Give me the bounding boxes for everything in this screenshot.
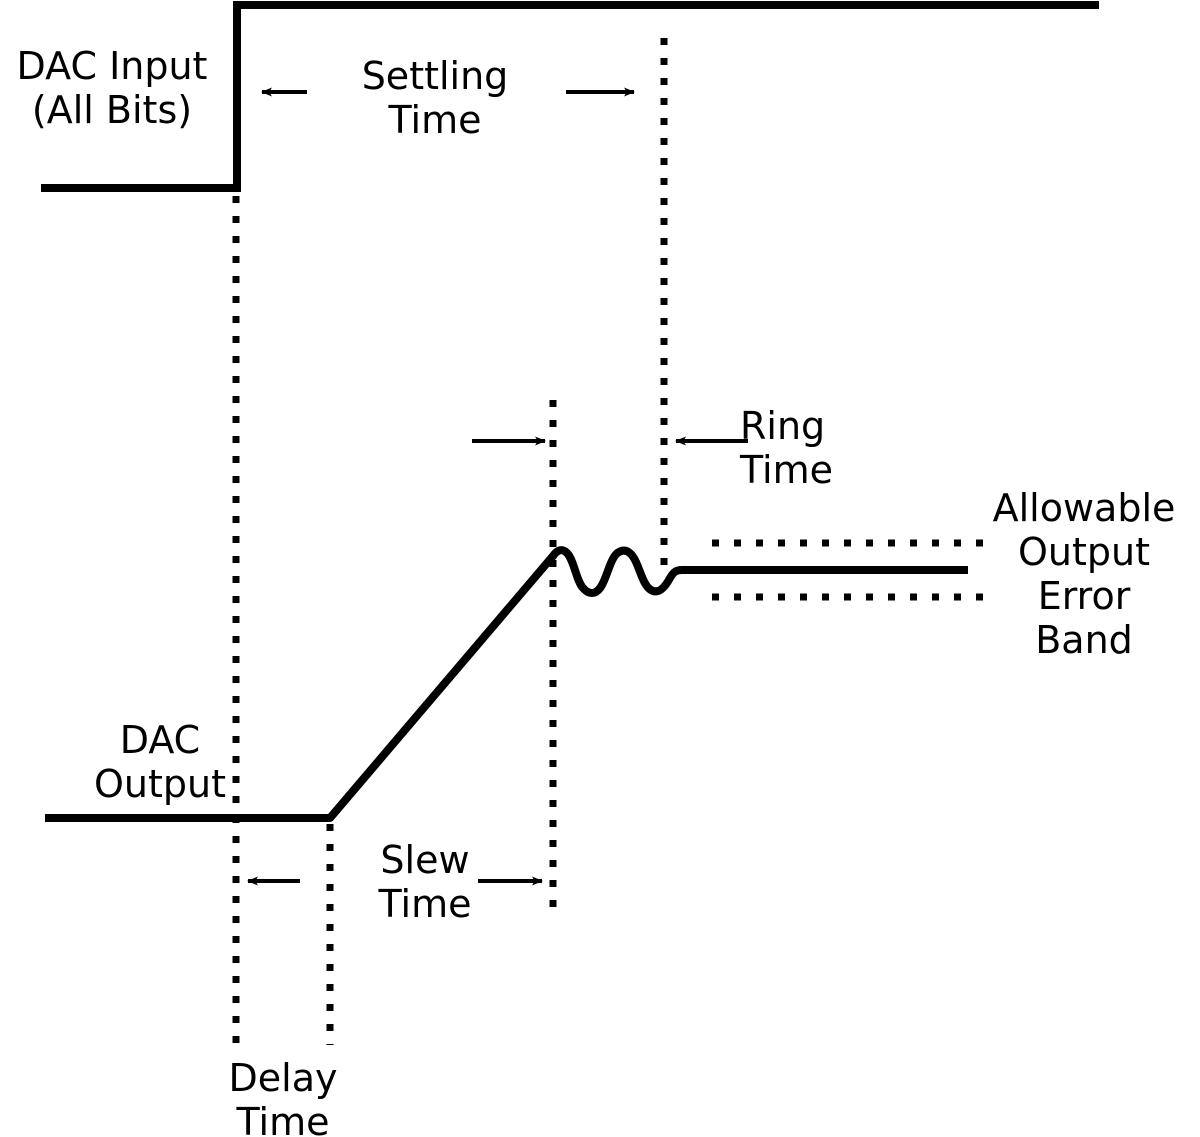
- ring-time-label: Ring Time: [740, 404, 833, 492]
- dac-output-waveform: [45, 546, 968, 822]
- settling-time-label: Settling Time: [361, 54, 509, 142]
- allowable-output-error-band-label: Allowable Output Error Band: [992, 486, 1176, 662]
- delay-time-label: Delay Time: [228, 1056, 338, 1137]
- dac-output-label: DAC Output: [94, 718, 226, 806]
- dac-input-waveform: [41, 1, 1099, 192]
- dac-input-label: DAC Input (All Bits): [16, 44, 208, 132]
- slew-time-label: Slew Time: [378, 838, 472, 926]
